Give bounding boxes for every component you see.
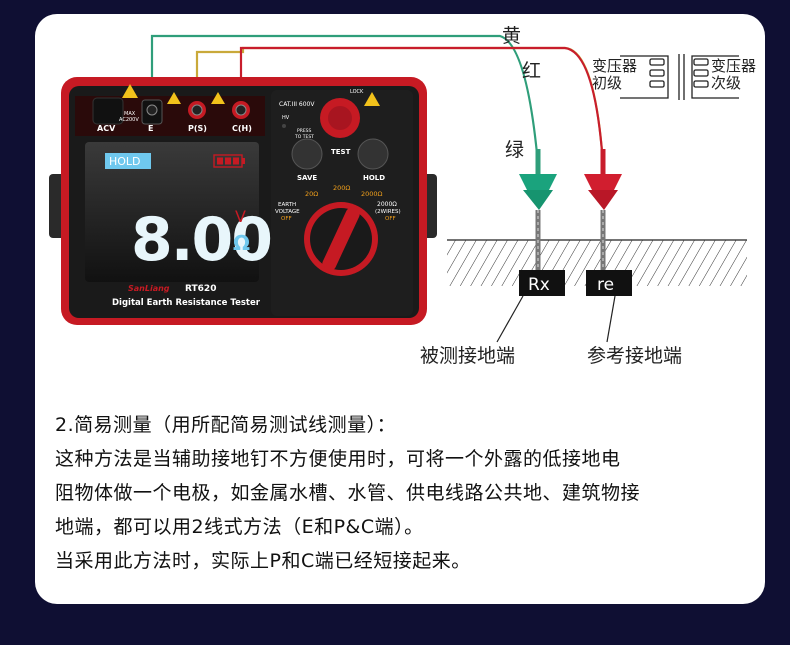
range-20-label: 20Ω (305, 190, 318, 198)
test-button-label: TEST (331, 148, 351, 156)
re-tag-text: re (597, 275, 614, 295)
description-line: 当采用此方法时，实际上P和C端已经短接起来。 (55, 550, 471, 572)
range-200-label: 200Ω (333, 184, 350, 192)
description: 2.简易测量（用所配简易测试线测量）： 这种方法是当辅助接地钉不方便使用时，可将… (55, 408, 745, 578)
re-leader-line (606, 295, 616, 343)
unit-ohm: Ω (233, 231, 250, 255)
content-card: 黄 红 绿 变压器 初级 变压器 次级 ACV MAX AC200V (35, 14, 765, 604)
transformer-secondary-line2: 次级 (711, 74, 741, 92)
terminal-c[interactable]: C(H) (232, 101, 252, 133)
green-wire (150, 34, 540, 165)
terminal-c-label: C(H) (232, 124, 252, 133)
re-caption: 参考接地端 (587, 345, 682, 367)
transformer-secondary-line1: 变压器 (711, 57, 756, 75)
earth-voltage-label-2: VOLTAGE (275, 209, 300, 215)
press-label-1: PRESS (297, 128, 312, 134)
transformer-primary-line1: 变压器 (592, 57, 637, 75)
range-2000-label: 2000Ω (361, 190, 383, 198)
off-label-right: OFF (385, 216, 396, 222)
cat-rating: CAT.III 600V (279, 101, 315, 108)
rx-caption: 被测接地端 (420, 345, 515, 367)
save-button-label: SAVE (297, 174, 317, 182)
save-button[interactable] (291, 138, 323, 170)
red-alligator-clip[interactable] (584, 149, 622, 276)
description-line: 阻物体做一个电极，如金属水槽、水管、供电线路公共地、建筑物接 (55, 482, 641, 504)
device-name: Digital Earth Resistance Tester (112, 298, 261, 308)
hold-indicator (105, 153, 151, 169)
rx-leader-line (496, 295, 524, 343)
test-button[interactable] (320, 98, 360, 138)
rx-tag (519, 270, 565, 296)
terminal-p-label: P(S) (188, 124, 207, 133)
lcd-screen (85, 142, 259, 282)
hv-indicator-light (282, 124, 286, 128)
hold-button-label: HOLD (363, 174, 385, 182)
green-alligator-clip[interactable] (519, 149, 557, 276)
range-2wire-label-1: 2000Ω (377, 201, 397, 208)
warning-icon (364, 92, 380, 106)
max-label-1: MAX (124, 111, 136, 117)
rotary-dial[interactable] (304, 202, 378, 276)
max-label-2: AC200V (119, 117, 139, 123)
rx-tag-text: Rx (528, 275, 550, 295)
hv-label: HV (282, 115, 290, 121)
terminal-acv[interactable]: ACV (92, 97, 124, 133)
warning-icon (211, 92, 225, 104)
transformer-symbol: 变压器 初级 变压器 次级 (592, 54, 756, 100)
unit-volt: V (235, 207, 246, 226)
warning-icon (167, 92, 181, 104)
press-label-2: TO TEST (294, 134, 314, 140)
description-line: 地端，都可以用2线式方法（E和P&C端）。 (55, 516, 424, 538)
hold-indicator-label: HOLD (109, 155, 141, 168)
reading-display: 8.00 (131, 205, 271, 275)
terminal-p[interactable]: P(S) (188, 101, 207, 133)
warning-icon (122, 84, 138, 98)
earth-voltage-label-1: EARTH (278, 202, 296, 208)
range-2wire-label-2: (2WIRES) (375, 209, 401, 215)
battery-icon (213, 154, 245, 168)
re-tag (586, 270, 632, 296)
description-heading: 2.简易测量（用所配简易测试线测量）： (55, 414, 397, 436)
transformer-primary-line2: 初级 (592, 74, 622, 92)
earth-resistance-tester: ACV MAX AC200V E P(S) C(H) HOLD (49, 77, 437, 325)
lock-label: LOCK (350, 89, 364, 95)
red-wire (239, 46, 605, 165)
hold-button[interactable] (357, 138, 389, 170)
yellow-wire-label: 黄 (502, 25, 521, 47)
terminal-e[interactable]: E (141, 99, 163, 133)
wiring-diagram: 黄 红 绿 变压器 初级 变压器 次级 ACV MAX AC200V (49, 25, 756, 367)
terminal-e-label: E (148, 124, 153, 133)
green-wire-label: 绿 (505, 139, 524, 161)
off-label-left: OFF (281, 216, 292, 222)
terminal-acv-label: ACV (97, 124, 116, 133)
red-wire-label: 红 (522, 60, 541, 82)
description-line: 这种方法是当辅助接地钉不方便使用时，可将一个外露的低接地电 (55, 448, 621, 470)
model-label: RT620 (185, 284, 216, 294)
brand-logo: SanLiang (128, 284, 170, 293)
